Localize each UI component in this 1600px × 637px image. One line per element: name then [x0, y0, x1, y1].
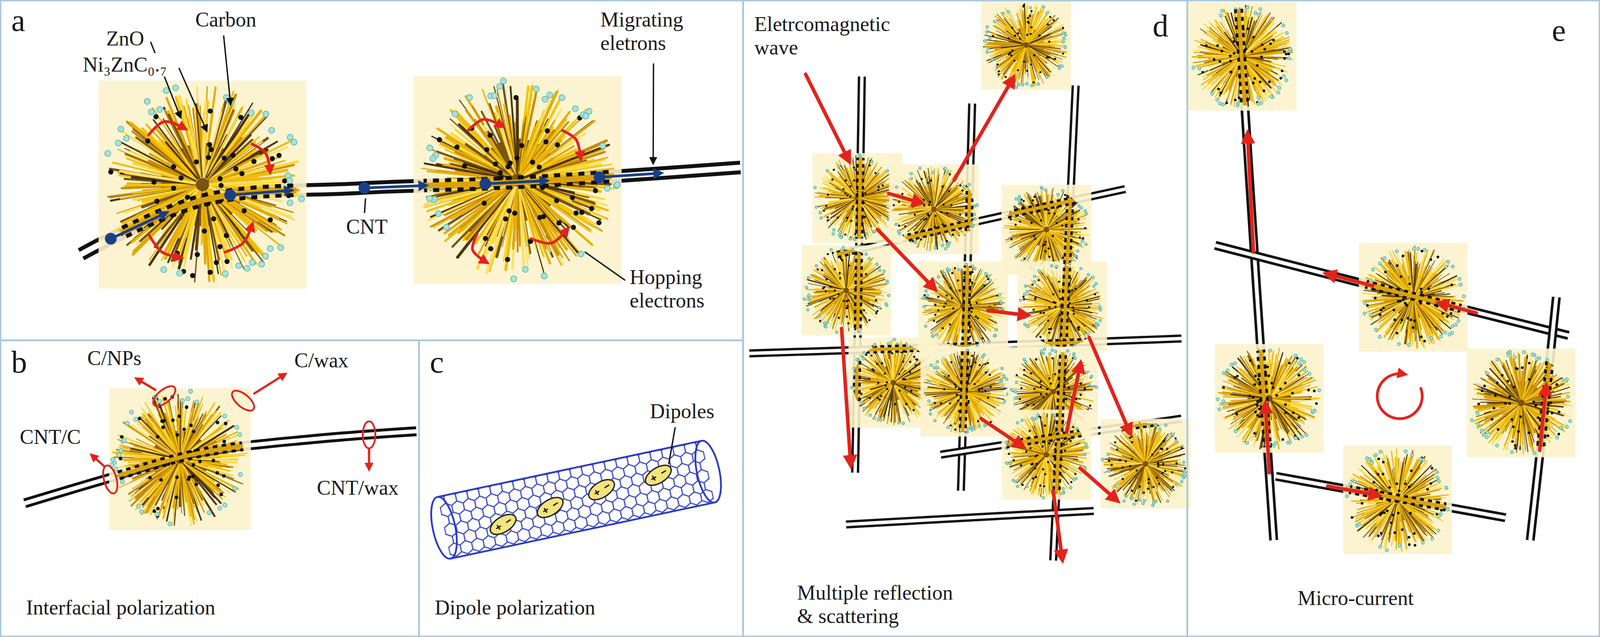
figure: abInterfacial polarizationcDipole polari… [0, 0, 1600, 637]
